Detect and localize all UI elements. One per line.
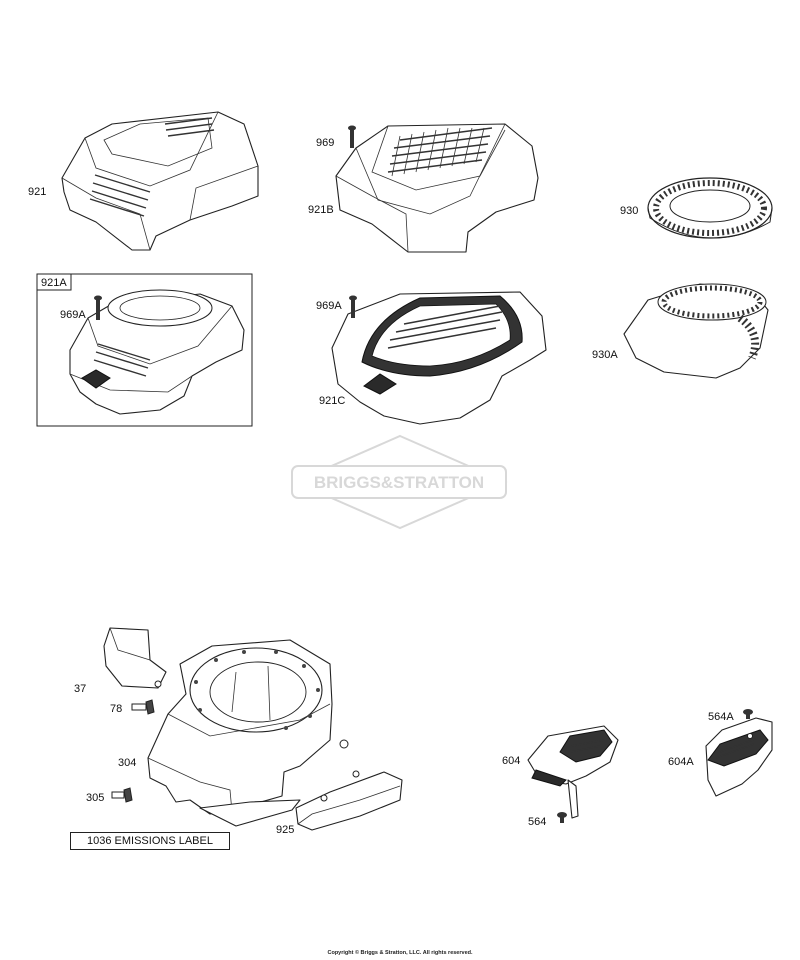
part-921B-grille — [387, 127, 493, 177]
part-78-bolt[interactable] — [131, 699, 155, 715]
part-304-blower-housing[interactable] — [147, 639, 349, 827]
label-930: 930 — [620, 205, 638, 217]
label-921: 921 — [28, 186, 46, 198]
emissions-label-text: 1036 EMISSIONS LABEL — [87, 835, 213, 847]
part-604A-guard[interactable] — [705, 717, 773, 797]
part-925-cover[interactable] — [295, 770, 403, 831]
part-305-bolt[interactable] — [111, 787, 133, 803]
part-564-screw[interactable] — [557, 812, 567, 823]
part-564A-screw[interactable] — [743, 709, 753, 719]
label-37: 37 — [74, 683, 86, 695]
label-564A: 564A — [708, 711, 734, 723]
label-604: 604 — [502, 755, 520, 767]
label-921C: 921C — [319, 395, 345, 407]
kit-921A-box — [36, 273, 253, 427]
label-305: 305 — [86, 792, 104, 804]
label-604A: 604A — [668, 756, 694, 768]
brand-watermark: BRIGGS&STRATTON — [291, 434, 508, 530]
label-925: 925 — [276, 824, 294, 836]
label-969: 969 — [316, 137, 334, 149]
label-921A: 921A — [41, 277, 67, 289]
label-78: 78 — [110, 703, 122, 715]
part-969-screw[interactable] — [348, 125, 356, 149]
part-37-air-guide[interactable] — [103, 627, 167, 689]
part-921-blower-housing[interactable] — [61, 111, 259, 251]
label-969A-left: 969A — [60, 309, 86, 321]
watermark-text: BRIGGS&STRATTON — [314, 473, 484, 492]
part-969A-screw-left[interactable] — [94, 295, 102, 321]
copyright-notice: Copyright © Briggs & Stratton, LLC. All … — [327, 950, 473, 956]
part-921A-blower-housing[interactable] — [69, 289, 245, 415]
label-564: 564 — [528, 816, 546, 828]
label-969A-mid: 969A — [316, 300, 342, 312]
label-921B: 921B — [308, 204, 334, 216]
emissions-label-box: 1036 EMISSIONS LABEL — [70, 832, 230, 850]
part-604-guard[interactable] — [527, 725, 619, 819]
part-969A-screw-mid[interactable] — [349, 295, 357, 319]
label-930A: 930A — [592, 349, 618, 361]
part-930A-screen[interactable] — [623, 283, 769, 379]
label-304: 304 — [118, 757, 136, 769]
part-921B-blower-housing[interactable] — [335, 123, 539, 253]
part-930-rotating-screen[interactable] — [647, 177, 773, 239]
part-921C-blower-housing[interactable] — [331, 291, 547, 425]
